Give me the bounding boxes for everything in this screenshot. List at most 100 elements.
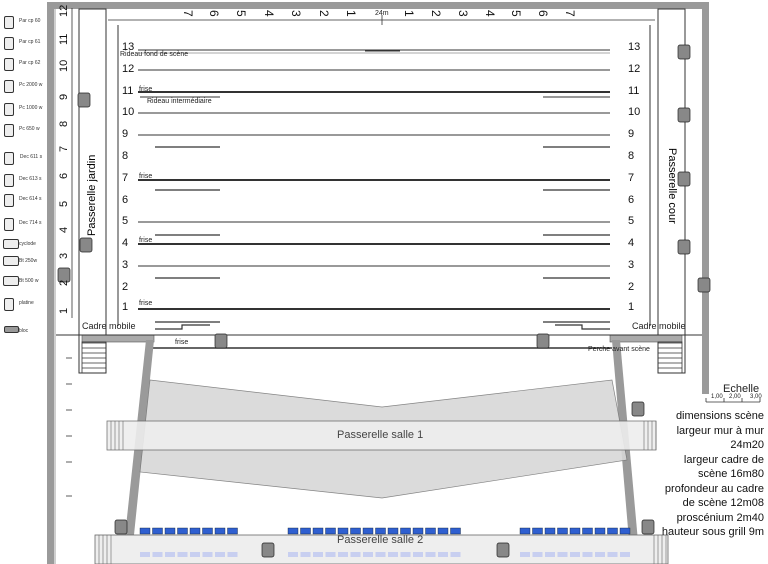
legend-label: Pc 1000 w bbox=[19, 105, 43, 111]
seat-light bbox=[338, 552, 348, 557]
scale-title: Echelle bbox=[723, 383, 760, 395]
fixture-icon bbox=[4, 16, 14, 29]
passerelle-cour-frame bbox=[657, 8, 686, 374]
top-scale-tick: 7 bbox=[563, 10, 577, 17]
frise-label-front: frise bbox=[175, 339, 189, 346]
seat-light bbox=[375, 552, 386, 557]
fixture-icon bbox=[677, 107, 691, 123]
seat-light bbox=[363, 552, 373, 557]
seat-light bbox=[582, 552, 593, 557]
seat-blue bbox=[519, 527, 531, 535]
row-number-right: 6 bbox=[628, 194, 635, 206]
depth-scale-tick: 7 bbox=[58, 145, 70, 152]
fixture-icon bbox=[4, 80, 14, 93]
seat-blue bbox=[557, 527, 568, 535]
seat-light bbox=[152, 552, 163, 557]
fixture-icon bbox=[3, 256, 19, 266]
row-number-left: 10 bbox=[122, 106, 135, 118]
fixture-icon bbox=[677, 171, 691, 187]
fixture-icon bbox=[697, 277, 711, 293]
audience-wall-right bbox=[612, 340, 640, 564]
seat-blue bbox=[532, 527, 543, 535]
passerelle-cour-label: Passerelle cour bbox=[666, 148, 678, 224]
scale-tick-label: 1,00 bbox=[711, 394, 723, 400]
cadre-bar-right bbox=[609, 334, 683, 343]
width-label: 24m bbox=[375, 10, 389, 17]
seat-light bbox=[450, 552, 461, 557]
depth-scale-tick: 1 bbox=[58, 307, 70, 314]
fixture-icon bbox=[4, 218, 14, 231]
legend-label: Par cp 62 bbox=[19, 60, 41, 66]
seat-light bbox=[545, 552, 555, 557]
seat-blue bbox=[437, 527, 449, 535]
seat-blue bbox=[544, 527, 556, 535]
seat-blue bbox=[375, 527, 386, 535]
seat-light bbox=[570, 552, 580, 557]
top-scale-tick: 5 bbox=[509, 10, 523, 17]
top-scale-tick: 1 bbox=[402, 10, 416, 17]
fixture-icon bbox=[4, 194, 14, 207]
row-number-left: 4 bbox=[122, 237, 129, 249]
seat-light bbox=[350, 552, 361, 557]
top-scale-tick: 6 bbox=[536, 10, 550, 17]
depth-scale-tick: 3 bbox=[58, 252, 70, 259]
fixture-icon bbox=[3, 239, 19, 249]
seat-light bbox=[190, 552, 200, 557]
frise-label-7: frise bbox=[139, 173, 153, 180]
legend-label: Par cp 60 bbox=[19, 18, 41, 24]
seat-blue bbox=[312, 527, 324, 535]
dimension-line: proscénium 2m40 bbox=[676, 511, 764, 524]
frise-label-11: frise bbox=[139, 86, 153, 93]
seat-blue bbox=[152, 527, 163, 535]
seat-blue bbox=[387, 527, 399, 535]
depth-scale-tick: 12 bbox=[58, 4, 70, 17]
seat-light bbox=[532, 552, 543, 557]
row-number-left: 2 bbox=[122, 281, 129, 293]
fixture-icon bbox=[214, 333, 228, 349]
fixture-icon bbox=[4, 124, 14, 137]
row-number-left: 1 bbox=[122, 301, 129, 313]
seat-light bbox=[400, 552, 411, 557]
frise-label-4: frise bbox=[139, 237, 153, 244]
seat-light bbox=[215, 552, 225, 557]
top-wall bbox=[47, 2, 709, 9]
right-stub bbox=[702, 335, 709, 343]
seat-light bbox=[140, 552, 150, 557]
depth-scale-tick: 4 bbox=[58, 226, 70, 233]
depth-scale-tick: 8 bbox=[58, 120, 70, 127]
row-number-left: 13 bbox=[122, 41, 135, 53]
seat-light bbox=[177, 552, 188, 557]
passerelle-salle-1-label: Passerelle salle 1 bbox=[337, 429, 424, 441]
fixture-icon bbox=[4, 37, 14, 50]
cadre-step-left bbox=[155, 324, 210, 330]
depth-scale-tick: 10 bbox=[58, 59, 70, 72]
fixture-icon bbox=[677, 44, 691, 60]
top-scale-tick: 3 bbox=[289, 10, 303, 17]
passerelle-salle-1-bar bbox=[106, 420, 657, 451]
seat-light bbox=[325, 552, 336, 557]
legend-label: Dec 611 s bbox=[19, 154, 43, 160]
legend-label: cyclode bbox=[19, 241, 36, 247]
seat-blue bbox=[287, 527, 299, 535]
dimension-line: largeur cadre de bbox=[683, 453, 764, 466]
dimension-line: 24m20 bbox=[730, 439, 764, 451]
fixture-icon bbox=[496, 542, 510, 558]
passerelle-salle-2-bar bbox=[94, 534, 669, 564]
cour-stairs bbox=[657, 341, 683, 374]
fixture-icon bbox=[631, 401, 645, 417]
scale-tick-label: 3,00 bbox=[750, 394, 762, 400]
jardin-stairs bbox=[81, 341, 107, 374]
perche-avant-scene-label: Perche avant scène bbox=[588, 346, 650, 353]
seat-blue bbox=[227, 527, 238, 535]
dimension-line: hauteur sous grill 9m bbox=[661, 526, 764, 538]
seat-blue bbox=[569, 527, 581, 535]
seat-light bbox=[557, 552, 568, 557]
proscenium-ticks bbox=[66, 357, 72, 497]
row-number-right: 11 bbox=[628, 85, 640, 97]
seat-blue bbox=[325, 527, 336, 535]
fixture-icon bbox=[114, 519, 128, 535]
cadre-step-right bbox=[555, 324, 610, 330]
seat-light bbox=[520, 552, 530, 557]
